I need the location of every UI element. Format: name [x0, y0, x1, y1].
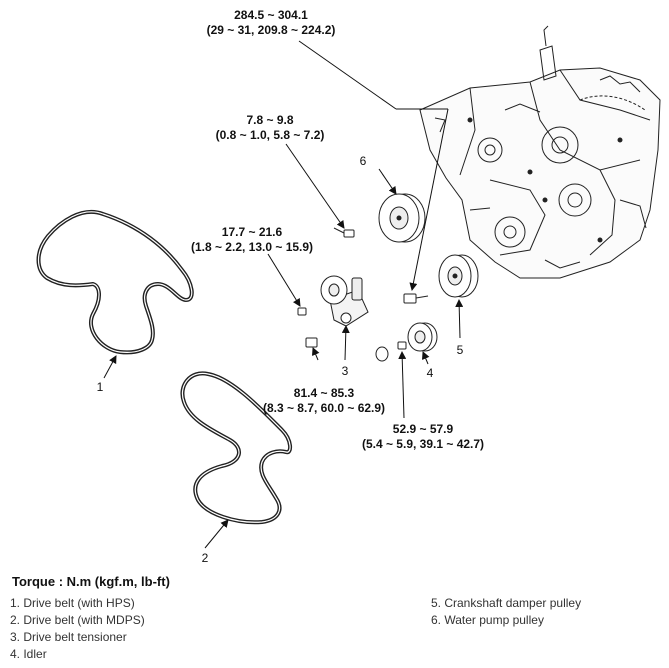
legend-item: 1. Drive belt (with HPS) — [10, 596, 135, 610]
torque-value: 52.9 ~ 57.9 — [392, 422, 454, 436]
crankshaft-damper-pulley — [438, 254, 479, 298]
torque-value: 17.7 ~ 21.6 — [221, 225, 283, 239]
callout-6: 6 — [359, 154, 367, 168]
bolts — [297, 227, 429, 362]
callout-1: 1 — [96, 380, 104, 394]
drive-belt-mdps — [180, 371, 293, 525]
torque-value-alt: (5.4 ~ 5.9, 39.1 ~ 42.7) — [361, 437, 485, 451]
callout-5: 5 — [456, 343, 464, 357]
legend-list-left: 1. Drive belt (with HPS) 2. Drive belt (… — [10, 595, 145, 663]
torque-value: 81.4 ~ 85.3 — [293, 386, 355, 400]
legend-item: 6. Water pump pulley — [431, 613, 544, 627]
water-pump-pulley — [378, 193, 426, 243]
engine-block — [419, 25, 661, 279]
legend-item: 3. Drive belt tensioner — [10, 630, 127, 644]
idler-pulley — [407, 322, 438, 352]
torque-value: 284.5 ~ 304.1 — [234, 8, 308, 22]
leader-lines — [103, 40, 464, 549]
torque-value-alt: (1.8 ~ 2.2, 13.0 ~ 15.9) — [190, 240, 314, 254]
torque-value: 7.8 ~ 9.8 — [246, 113, 294, 127]
legend-item: 2. Drive belt (with MDPS) — [10, 613, 145, 627]
drive-belt-tensioner — [320, 275, 369, 327]
torque-label-tensioner-mount: 81.4 ~ 85.3 (8.3 ~ 8.7, 60.0 ~ 62.9) — [254, 386, 394, 416]
torque-label-tensioner-bolt: 17.7 ~ 21.6 (1.8 ~ 2.2, 13.0 ~ 15.9) — [182, 225, 322, 255]
torque-value-alt: (29 ~ 31, 209.8 ~ 224.2) — [206, 23, 336, 37]
callout-3: 3 — [341, 364, 349, 378]
callout-4: 4 — [426, 366, 434, 380]
legend-title: Torque : N.m (kgf.m, lb-ft) — [12, 574, 170, 589]
legend-list-right: 5. Crankshaft damper pulley 6. Water pum… — [431, 595, 581, 629]
torque-label-crank-bolt: 284.5 ~ 304.1 (29 ~ 31, 209.8 ~ 224.2) — [196, 8, 346, 38]
torque-label-water-pump-bolt: 7.8 ~ 9.8 (0.8 ~ 1.0, 5.8 ~ 7.2) — [200, 113, 340, 143]
torque-value-alt: (8.3 ~ 8.7, 60.0 ~ 62.9) — [262, 401, 386, 415]
legend-item: 5. Crankshaft damper pulley — [431, 596, 582, 610]
torque-label-idler-bolt: 52.9 ~ 57.9 (5.4 ~ 5.9, 39.1 ~ 42.7) — [348, 422, 498, 452]
legend-item: 4. Idler — [10, 647, 47, 661]
torque-value-alt: (0.8 ~ 1.0, 5.8 ~ 7.2) — [215, 128, 325, 142]
drive-belt-hps — [36, 209, 194, 355]
callout-2: 2 — [201, 551, 209, 565]
